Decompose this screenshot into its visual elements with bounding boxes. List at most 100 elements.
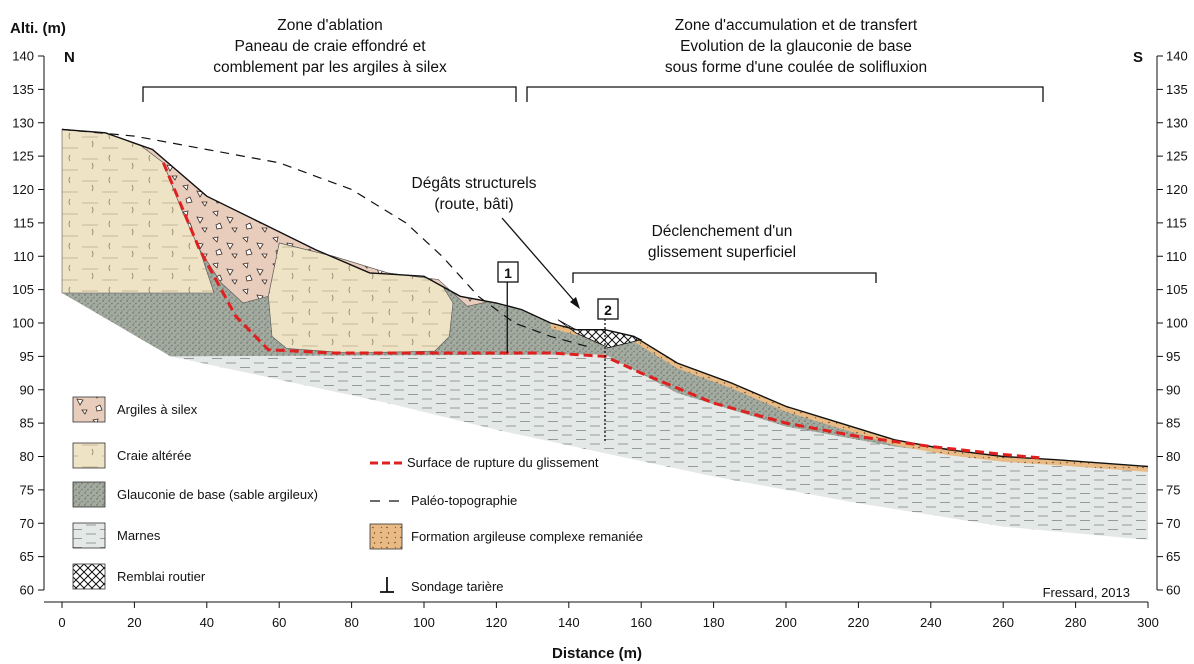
legend-label-glauconie: Glauconie de base (sable argileux) (117, 487, 318, 502)
y-tick-label-right: 95 (1166, 349, 1180, 364)
zone-ablation: Zone d'ablation Paneau de craie effondré… (142, 17, 517, 102)
legend-swatch-formation (369, 523, 403, 550)
x-tick-label: 240 (920, 615, 942, 630)
rupture-surface-line (162, 162, 1040, 460)
legend-label-marnes: Marnes (117, 528, 161, 543)
damage-line1: Dégâts structurels (412, 175, 537, 192)
y-tick-label-right: 75 (1166, 482, 1180, 497)
y-tick-label-left: 135 (12, 82, 34, 97)
damage-line2: (route, bâti) (434, 196, 513, 213)
x-tick-label: 40 (200, 615, 214, 630)
x-tick-label: 140 (558, 615, 580, 630)
y-tick-label-left: 105 (12, 282, 34, 297)
damage-annotation: Dégâts structurels (route, bâti) (412, 175, 580, 309)
x-axis-title: Distance (m) (552, 645, 642, 662)
x-tick-label: 20 (127, 615, 141, 630)
borehole-1-label: 1 (504, 265, 512, 281)
legend-right: Surface de rupture du glissement Paléo-t… (369, 455, 643, 594)
y-tick-label-left: 100 (12, 316, 34, 331)
x-tick-label: 80 (344, 615, 358, 630)
x-tick-label: 300 (1137, 615, 1159, 630)
damage-arrow-shaft (501, 217, 577, 304)
y-tick-label-right: 90 (1166, 382, 1180, 397)
y-tick-label-left: 90 (20, 382, 34, 397)
zone-ablation-bracket (142, 86, 517, 102)
x-tick-label: 60 (272, 615, 286, 630)
legend-swatch-marnes (72, 522, 106, 549)
legend-left: Argiles à silex Craie altérée Glauconie … (72, 396, 318, 590)
y-tick-label-right: 125 (1166, 149, 1188, 164)
legend-label-remblai: Remblai routier (117, 569, 206, 584)
y-tick-label-right: 115 (1166, 215, 1187, 230)
credit-text: Fressard, 2013 (1043, 585, 1130, 600)
y-tick-label-right: 60 (1166, 583, 1180, 598)
north-label: N (64, 49, 75, 66)
y-tick-label-left: 80 (20, 449, 34, 464)
y-axis-title: Alti. (m) (10, 20, 66, 37)
borehole-1-box (497, 261, 519, 283)
trigger-line2: glissement superficiel (648, 244, 796, 261)
zone-ablation-line3: comblement par les argiles à silex (213, 59, 447, 76)
y-tick-label-left: 110 (13, 249, 34, 264)
borehole-labels: 1 2 (497, 261, 619, 320)
x-tick-label: 200 (775, 615, 797, 630)
ground-surface-line (61, 128, 1149, 468)
legend-swatch-remblai (72, 563, 106, 590)
y-tick-label-left: 70 (20, 516, 34, 531)
damage-arrow-head (570, 297, 580, 309)
sondage-icon (380, 577, 394, 593)
south-label: S (1133, 49, 1143, 66)
x-tick-label: 280 (1065, 615, 1087, 630)
x-tick-label: 220 (848, 615, 870, 630)
zone-ablation-line2: Paneau de craie effondré et (234, 38, 426, 55)
borehole-2-box (597, 298, 619, 320)
y-tick-label-left: 60 (20, 583, 34, 598)
legend-label-argiles: Argiles à silex (117, 402, 198, 417)
zone-ablation-line1: Zone d'ablation (277, 17, 383, 34)
zone-accumulation-line3: sous forme d'une coulée de solifluxion (665, 59, 927, 76)
legend-label-paleo: Paléo-topographie (411, 493, 517, 508)
y-tick-label-left: 130 (12, 115, 34, 130)
zone-accumulation-line2: Evolution de la glauconie de base (680, 38, 912, 55)
legend-label-rupture: Surface de rupture du glissement (407, 455, 599, 470)
y-tick-label-left: 115 (13, 215, 34, 230)
x-tick-label: 260 (992, 615, 1014, 630)
y-tick-label-right: 100 (1166, 316, 1188, 331)
x-tick-label: 180 (703, 615, 725, 630)
y-tick-label-right: 120 (1166, 182, 1188, 197)
legend-swatch-argiles (72, 396, 106, 423)
zone-accumulation-bracket (526, 86, 1044, 102)
y-tick-label-left: 85 (20, 416, 34, 431)
legend-swatch-craie (72, 442, 106, 469)
trigger-line1: Déclenchement d'un (652, 223, 793, 240)
borehole-2-label: 2 (604, 302, 612, 318)
trigger-annotation: Déclenchement d'un glissement superficie… (572, 223, 877, 283)
y-tick-label-left: 65 (20, 549, 34, 564)
y-tick-label-right: 80 (1166, 449, 1180, 464)
trigger-bracket (572, 272, 877, 283)
craie-collapsed-block (267, 242, 454, 354)
legend-swatch-glauconie (72, 481, 106, 508)
y-tick-label-left: 140 (12, 49, 34, 64)
legend-label-formation: Formation argileuse complexe remaniée (411, 529, 643, 544)
y-tick-label-right: 130 (1166, 115, 1188, 130)
geology-layers (61, 128, 1149, 540)
y-tick-label-left: 120 (12, 182, 34, 197)
y-tick-label-right: 70 (1166, 516, 1180, 531)
y-tick-label-left: 95 (20, 349, 34, 364)
y-tick-label-left: 125 (12, 149, 34, 164)
y-tick-label-right: 135 (1166, 82, 1188, 97)
x-tick-label: 160 (630, 615, 652, 630)
x-tick-label: 0 (58, 615, 65, 630)
y-tick-label-right: 110 (1166, 249, 1187, 264)
paleo-topography-line (61, 128, 588, 347)
y-tick-label-right: 140 (1166, 49, 1188, 64)
y-tick-label-left: 75 (20, 482, 34, 497)
legend-label-craie: Craie altérée (117, 448, 191, 463)
zone-accumulation-line1: Zone d'accumulation et de transfert (675, 17, 918, 34)
zone-accumulation: Zone d'accumulation et de transfert Evol… (526, 17, 1044, 102)
x-tick-label: 120 (486, 615, 508, 630)
